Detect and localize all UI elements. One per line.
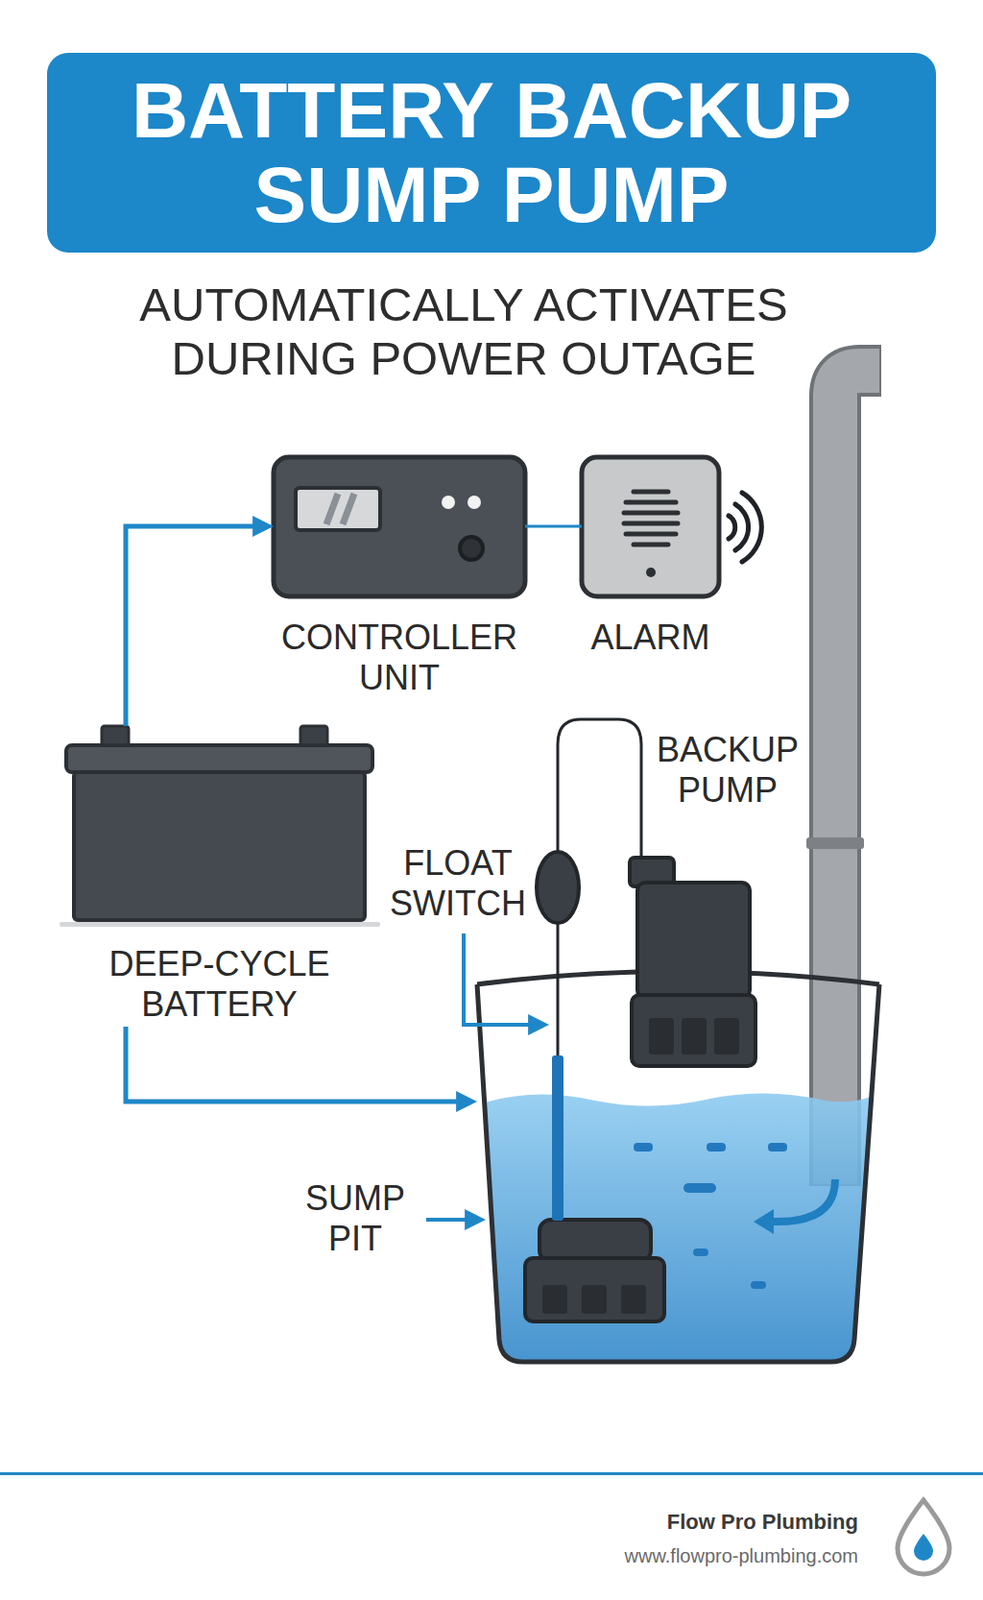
primary-pump: [525, 1219, 665, 1321]
part-label: FLOAT SWITCH: [381, 842, 535, 924]
bubble: [706, 1142, 726, 1151]
pump-slot: [681, 1017, 707, 1055]
bubble: [767, 1142, 788, 1151]
indicator-light: [441, 495, 456, 509]
alarm-body: [581, 456, 720, 597]
flow-arrowhead: [753, 1208, 774, 1234]
title-banner: [47, 52, 936, 253]
float-cord: [556, 923, 560, 1055]
discharge-pipe: [806, 370, 882, 1186]
website: www.flowpro-plumbing.com: [537, 1541, 859, 1569]
bubble: [693, 1247, 709, 1256]
battery-lid: [66, 744, 373, 772]
float-cable: [557, 719, 642, 858]
bubble: [683, 1182, 717, 1193]
title-area: BATTERY BACKUP SUMP PUMP: [47, 52, 936, 253]
footer-rule: [0, 1471, 983, 1475]
sump-pit-drawing: [477, 719, 880, 1362]
controller-screen: [295, 487, 381, 530]
pump-slot: [714, 1017, 740, 1055]
sound-wave: [742, 492, 762, 562]
float-leader: [463, 933, 538, 1025]
alarm-unit: ALARM: [581, 456, 720, 658]
grille-slot: [625, 500, 676, 505]
connector-arrow: [125, 1026, 466, 1102]
controller-button: [459, 536, 483, 560]
pump-slot: [542, 1284, 568, 1314]
controller-icon: [273, 456, 526, 597]
float-ball: [536, 851, 579, 923]
pit-wall: [477, 983, 880, 1362]
grille-slot: [623, 510, 678, 516]
drop-outline: [897, 1499, 950, 1574]
float-switch-drawing: [536, 719, 642, 1221]
alarm-icon: [581, 456, 762, 597]
sound-waves: [728, 492, 762, 562]
pump-motor: [637, 882, 750, 998]
pipe-coupling: [806, 837, 864, 849]
drop-inner: [913, 1533, 934, 1560]
node-label: ALARM: [581, 617, 720, 658]
battery-body: [73, 771, 365, 920]
node-label: CONTROLLER UNIT: [273, 617, 526, 698]
bubble: [633, 1142, 653, 1151]
part-label: BACKUP PUMP: [650, 729, 805, 811]
bubble: [750, 1280, 767, 1289]
sound-wave: [728, 515, 736, 539]
connector-arrow: [125, 526, 263, 726]
logo-drop: [897, 1499, 950, 1574]
battery-shadow: [59, 921, 381, 927]
brand-name: Flow Pro Plumbing: [537, 1508, 859, 1535]
pit-leader: [426, 1217, 475, 1222]
controller-body: [273, 456, 526, 597]
sound-wave: [735, 503, 749, 551]
alarm-dot: [646, 567, 656, 577]
speaker-grille: [623, 491, 678, 545]
pump-base: [631, 994, 756, 1066]
water: [484, 1092, 871, 1362]
pump-slot: [648, 1017, 674, 1055]
controller-unit: CONTROLLER UNIT: [273, 456, 526, 698]
title-text: BATTERY BACKUP SUMP PUMP: [69, 68, 914, 238]
flow-arrow: [772, 1178, 836, 1222]
node-label: DEEP-CYCLE BATTERY: [66, 943, 373, 1025]
pump-motor: [539, 1219, 651, 1262]
connector-line: [525, 525, 582, 528]
grille-slot: [625, 531, 676, 537]
grille-slot: [623, 521, 678, 527]
indicator-light: [467, 495, 481, 509]
float-rod: [551, 1054, 564, 1221]
sump-pit: SUMP PIT: [477, 969, 880, 1364]
pump-slot: [621, 1284, 647, 1314]
grille-slot: [633, 542, 669, 548]
node-label: SUMP PIT: [287, 1177, 423, 1259]
subtitle: AUTOMATICALLY ACTIVATES DURING POWER OUT…: [108, 277, 819, 385]
deep-cycle-battery: DEEP-CYCLE BATTERY: [66, 725, 373, 1025]
screen-mark: [326, 493, 338, 525]
backup-pump-drawing: [629, 857, 756, 1066]
grille-slot: [633, 489, 669, 495]
pump-slot: [581, 1284, 607, 1314]
pump-base: [525, 1257, 665, 1321]
screen-mark: [342, 493, 355, 525]
battery-icon: [59, 725, 381, 927]
